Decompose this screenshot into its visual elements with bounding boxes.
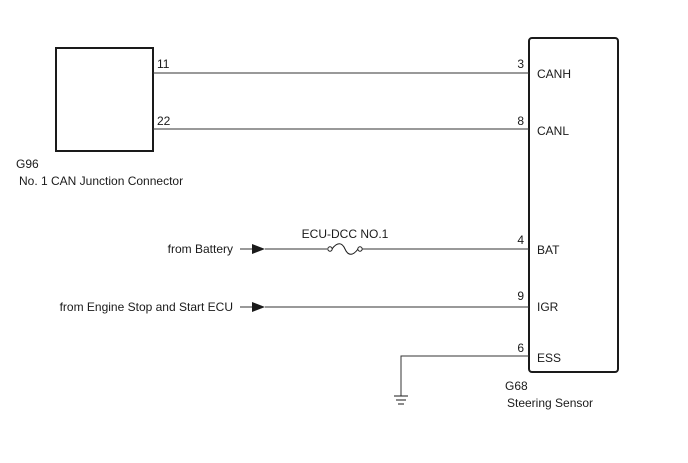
arrow-right-icon bbox=[240, 244, 265, 254]
junction-name: No. 1 CAN Junction Connector bbox=[19, 174, 183, 188]
sensor-pin-6-number: 6 bbox=[517, 341, 524, 355]
sensor-pin-canl-label: CANL bbox=[537, 124, 569, 138]
sensor-pin-canh-label: CANH bbox=[537, 67, 571, 81]
sensor-pin-8-number: 8 bbox=[517, 114, 524, 128]
sensor-pin-4-number: 4 bbox=[517, 233, 524, 247]
sensor-pin-bat-label: BAT bbox=[537, 243, 560, 257]
fuse-label: ECU-DCC NO.1 bbox=[302, 227, 389, 241]
sensor-pin-3-number: 3 bbox=[517, 57, 524, 71]
junction-pin-11: 11 bbox=[157, 57, 170, 71]
ground-icon bbox=[394, 395, 408, 405]
ess-wire bbox=[400, 355, 529, 396]
steering-sensor-box bbox=[528, 37, 619, 373]
sensor-name: Steering Sensor bbox=[507, 396, 593, 410]
sensor-pin-9-number: 9 bbox=[517, 289, 524, 303]
from-engine-ecu-label: from Engine Stop and Start ECU bbox=[60, 300, 233, 314]
sensor-code: G68 bbox=[505, 379, 528, 393]
sensor-pin-igr-label: IGR bbox=[537, 300, 559, 314]
arrow-right-icon bbox=[240, 302, 265, 312]
fuse-icon bbox=[327, 243, 363, 255]
sensor-pin-ess-label: ESS bbox=[537, 351, 561, 365]
junction-code: G96 bbox=[16, 157, 39, 171]
from-battery-label: from Battery bbox=[168, 242, 233, 256]
junction-pin-22: 22 bbox=[157, 114, 171, 128]
junction-connector-box bbox=[55, 47, 154, 152]
